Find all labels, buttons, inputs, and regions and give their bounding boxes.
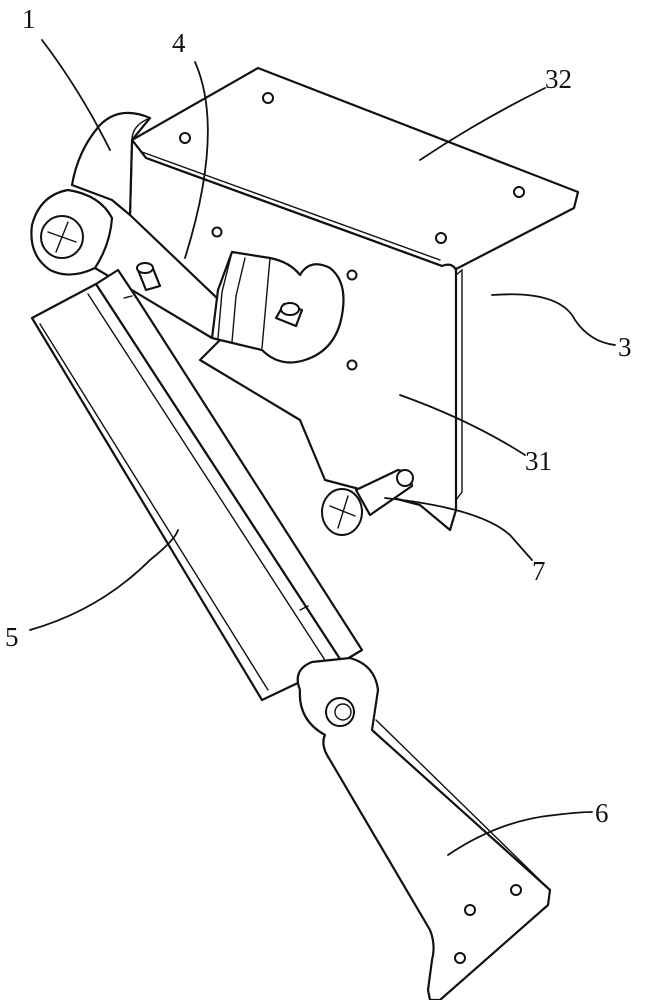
arm-hole (510, 884, 522, 896)
leader-32 (419, 87, 546, 161)
swing-link (30, 188, 345, 364)
leader-4 (184, 61, 209, 259)
arm-pivot-hole (325, 697, 355, 727)
arm-hole (464, 904, 476, 916)
flange-hole (435, 232, 447, 244)
plate-hole (211, 226, 223, 238)
label-1: 1 (22, 4, 36, 34)
plate-hole (346, 269, 358, 281)
screw (321, 468, 414, 536)
label-5: 5 (5, 622, 19, 652)
screw-head (321, 488, 363, 536)
blade-assembly (30, 268, 364, 702)
arm (296, 656, 552, 1000)
label-32: 32 (545, 64, 572, 94)
leader-lines (29, 39, 616, 856)
reference-numerals: 1 4 32 3 31 7 5 6 (5, 4, 632, 828)
flange-hole (513, 186, 525, 198)
label-4: 4 (172, 28, 186, 58)
leader-7 (384, 497, 533, 561)
label-3: 3 (618, 332, 632, 362)
leader-3 (491, 293, 616, 346)
flange-hole (262, 92, 274, 104)
leader-5 (29, 529, 179, 631)
arm-hole (454, 952, 466, 964)
leader-1 (41, 39, 111, 151)
label-6: 6 (595, 798, 609, 828)
flange-hole (179, 132, 191, 144)
plate-hole (346, 359, 358, 371)
motor (70, 111, 152, 217)
label-7: 7 (532, 556, 546, 586)
leader-6 (447, 811, 593, 856)
leader-31 (399, 394, 526, 456)
label-31: 31 (525, 446, 552, 476)
